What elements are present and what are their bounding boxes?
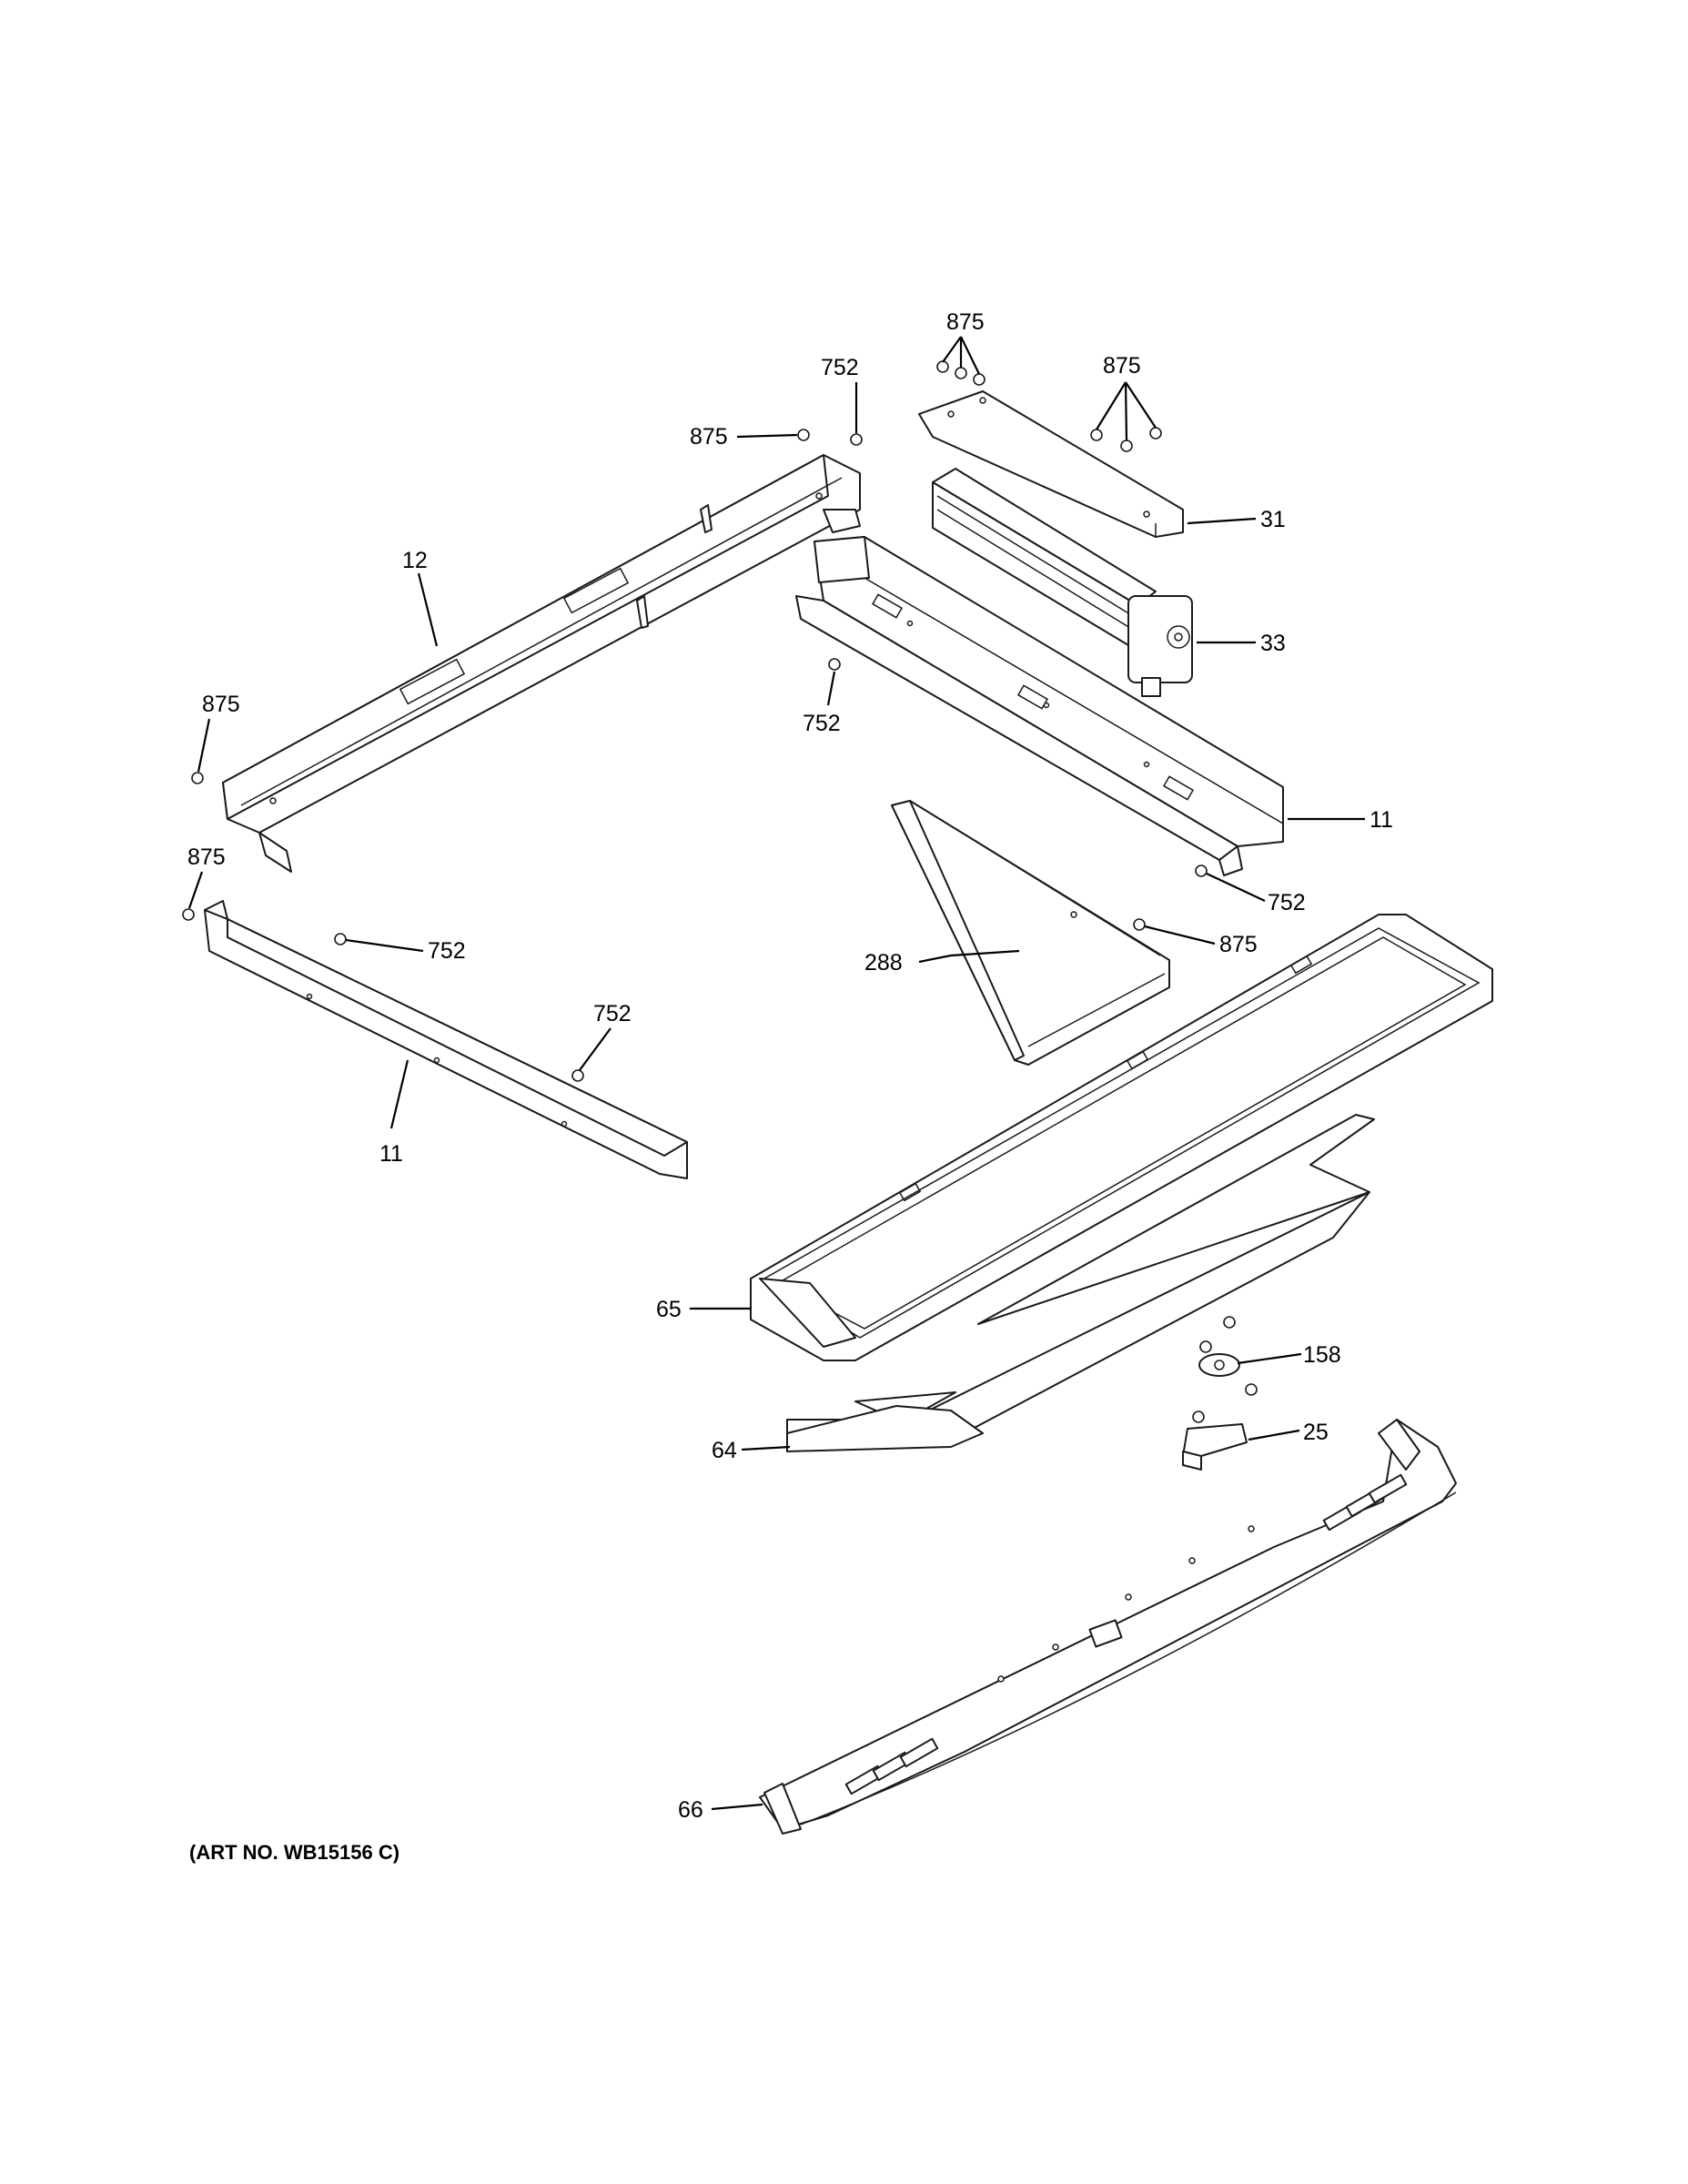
callout-875: 875	[946, 309, 985, 335]
callout-31: 31	[1260, 507, 1286, 532]
part-33-blower-motor	[932, 468, 1193, 697]
screw-icon	[1192, 1410, 1205, 1423]
screw-icon	[334, 933, 347, 945]
callout-33: 33	[1260, 631, 1286, 656]
callout-288: 288	[864, 950, 903, 976]
part-25-bracket	[1182, 1423, 1248, 1471]
screw-icon	[182, 908, 195, 921]
screw-icon	[850, 433, 863, 446]
screw-icon	[797, 429, 810, 441]
callout-875: 875	[202, 692, 240, 717]
part-66-bottom-cover	[759, 1419, 1457, 1835]
screw-icon	[973, 373, 986, 386]
screw-icon	[191, 772, 204, 784]
callout-875: 875	[187, 844, 226, 870]
callout-11: 11	[1370, 807, 1393, 833]
callout-11: 11	[379, 1141, 403, 1167]
screw-icon	[955, 367, 967, 379]
callout-752: 752	[803, 711, 841, 736]
callout-64: 64	[712, 1438, 737, 1463]
screw-icon	[1120, 440, 1133, 452]
part-158-thermostat	[1198, 1353, 1240, 1377]
screw-icon	[828, 658, 841, 671]
callout-158: 158	[1303, 1342, 1341, 1368]
part-64-insulation	[786, 1114, 1375, 1452]
part-31-fan-cover	[918, 390, 1184, 538]
callout-65: 65	[656, 1297, 682, 1322]
screw-icon	[1199, 1340, 1212, 1353]
art-number: (ART NO. WB15156 C)	[189, 1841, 399, 1864]
callout-12: 12	[402, 548, 428, 573]
callout-875: 875	[690, 424, 728, 450]
callout-labels: 875 875 752 875 31 33 12 752 875 11 875 …	[187, 309, 1393, 1823]
part-65-frame	[750, 914, 1493, 1361]
screw-icon	[1090, 429, 1103, 441]
part-11-front-rail-left	[204, 900, 688, 1179]
callout-66: 66	[678, 1797, 703, 1823]
part-288-duct	[891, 800, 1170, 1066]
screw-icon	[1133, 918, 1146, 931]
screw-icon	[1149, 427, 1162, 440]
screw-icon	[1195, 864, 1208, 877]
callout-752: 752	[593, 1001, 632, 1026]
screw-icon	[936, 360, 949, 373]
leader-lines	[187, 336, 1365, 1811]
screws	[182, 360, 1258, 1423]
callout-752: 752	[821, 355, 859, 380]
screw-icon	[1245, 1383, 1258, 1396]
part-11-center-channel	[795, 536, 1284, 876]
screw-icon	[1223, 1316, 1236, 1329]
callout-752: 752	[428, 938, 466, 964]
callout-875: 875	[1103, 353, 1141, 379]
part-12-rear-rail	[222, 454, 861, 873]
callout-752: 752	[1268, 890, 1306, 915]
screw-icon	[571, 1069, 584, 1082]
callout-25: 25	[1303, 1420, 1329, 1445]
callout-875: 875	[1219, 932, 1258, 957]
